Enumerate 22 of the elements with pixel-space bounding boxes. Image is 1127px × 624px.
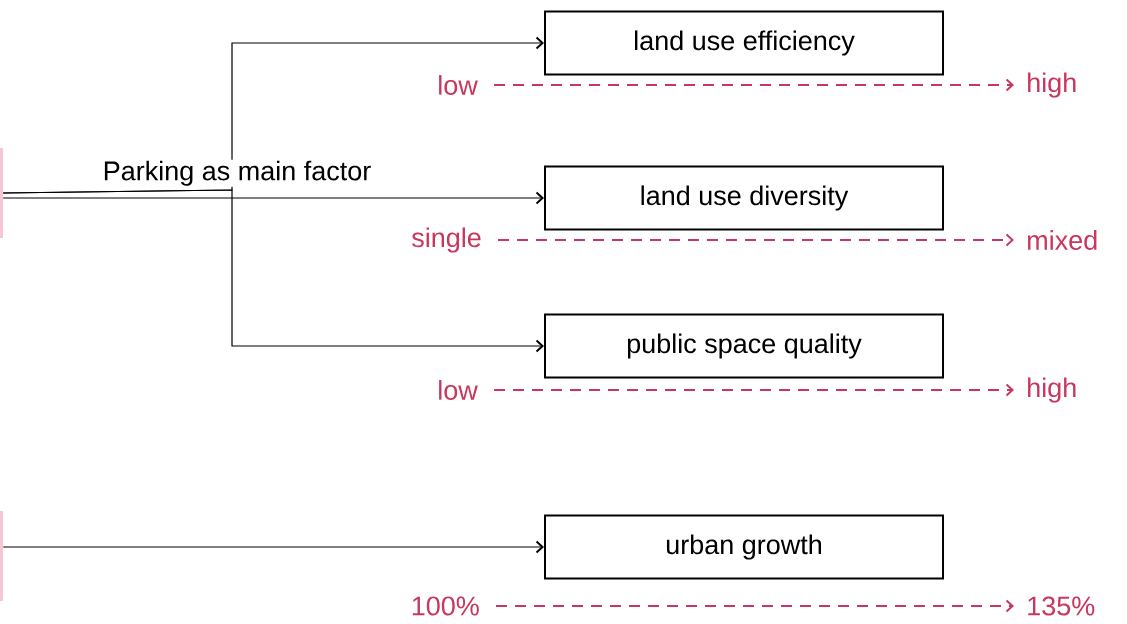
scale-label: 100% (412, 596, 479, 616)
factor-box: urban growth (544, 514, 944, 580)
scale-label: high (1028, 72, 1076, 98)
factor-box: public space quality (544, 313, 944, 379)
scale-label: high (1028, 377, 1076, 403)
factor-box: land use efficiency (544, 10, 944, 76)
scale-label: mixed (1028, 230, 1097, 250)
dashed-arrow (493, 383, 1014, 397)
arrow (2, 189, 544, 353)
dashed-arrow (495, 599, 1014, 613)
arrow (2, 540, 544, 554)
dashed-arrow (497, 233, 1014, 247)
scale-label: low (439, 380, 478, 400)
scale-label: single (412, 227, 481, 253)
edge-label: Parking as main factor (101, 159, 373, 187)
factor-box: land use diversity (544, 165, 944, 231)
scale-label: low (439, 75, 478, 95)
side-bar (0, 148, 3, 238)
dashed-arrow (493, 78, 1014, 92)
scale-label: 135% (1028, 596, 1095, 616)
arrow (2, 191, 544, 205)
side-bar (0, 511, 3, 601)
